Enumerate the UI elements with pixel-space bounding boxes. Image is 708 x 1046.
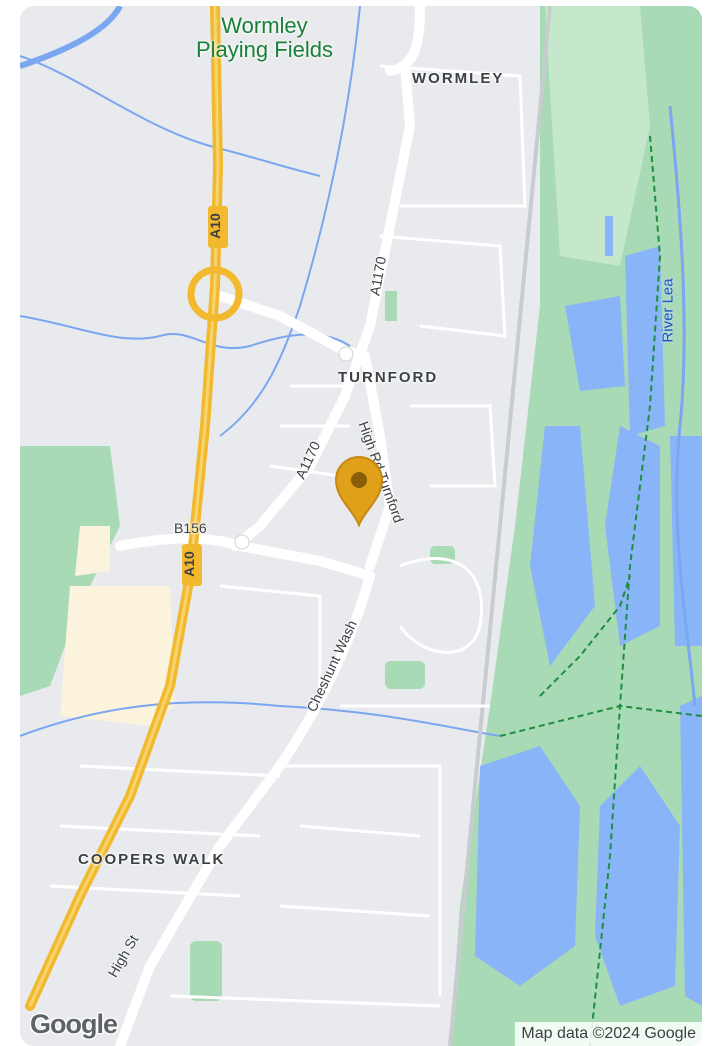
map-attribution[interactable]: Map data ©2024 Google — [515, 1022, 702, 1046]
road-shield-a10-upper: A10 — [206, 213, 223, 239]
a10-shield-lower — [182, 544, 202, 586]
river-line — [20, 6, 123, 69]
river-line — [668, 105, 697, 707]
map-pin-icon[interactable] — [332, 453, 386, 527]
trail — [589, 135, 662, 1046]
road-turnford-link — [215, 291, 370, 361]
parkland-area — [20, 446, 120, 696]
road-label-b156: B156 — [174, 520, 207, 536]
water-body — [625, 246, 665, 436]
water-body — [595, 766, 680, 1006]
park-label-wormley-playing-fields: Wormley Playing Fields — [196, 13, 333, 62]
water-body — [605, 216, 613, 256]
road-wormley — [385, 6, 425, 76]
place-label-turnford: TURNFORD — [338, 369, 439, 386]
trail — [499, 704, 702, 737]
water-body — [475, 746, 580, 986]
railway — [448, 6, 552, 1046]
water-body — [680, 696, 702, 1006]
water-body — [530, 426, 595, 666]
road-high-rd — [360, 351, 396, 571]
place-label-coopers-walk: COOPERS WALK — [78, 851, 226, 868]
industrial-area — [60, 586, 175, 726]
road-shield-a10-lower: A10 — [180, 551, 197, 577]
river-line — [20, 701, 501, 737]
place-label-wormley: WORMLEY — [412, 70, 505, 87]
river-line — [20, 315, 351, 349]
industrial-area — [75, 526, 110, 576]
parkland-area — [190, 941, 222, 1001]
water-label-river-lea: River Lea — [659, 278, 677, 343]
map-view[interactable]: Wormley Playing Fields WORMLEY TURNFORD … — [20, 6, 702, 1046]
parkland-area — [545, 6, 650, 266]
google-logo[interactable]: Google — [30, 1009, 118, 1039]
road-cheshunt-wash — [115, 571, 375, 1046]
parkland-area — [385, 291, 397, 321]
parkland-area — [385, 661, 425, 689]
water-body — [605, 426, 660, 646]
river-line — [20, 55, 321, 177]
road-a1170 — [230, 61, 416, 551]
river-line — [219, 6, 361, 437]
water-body — [565, 296, 625, 391]
a10-roundabout — [187, 266, 243, 322]
a10-shield-upper — [208, 206, 228, 248]
map-canvas[interactable] — [20, 6, 702, 1046]
